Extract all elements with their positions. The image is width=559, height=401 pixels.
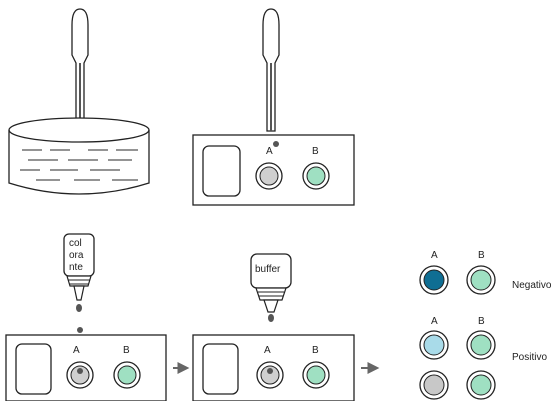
buffer-bottle-icon: buffer <box>250 253 292 313</box>
dropper-text-2: ora <box>69 250 84 261</box>
well-a-label: A <box>266 146 273 157</box>
test-card-top: A B <box>192 8 355 206</box>
result-negative: A B Negativo <box>419 250 552 295</box>
result-positive: A B Positivo <box>419 316 547 400</box>
buffer-label: buffer <box>255 264 281 275</box>
result-negative-well-a-label: A <box>431 250 438 261</box>
result-negative-well-b-label: B <box>478 250 485 261</box>
well-b-label: B <box>312 146 319 157</box>
dropper-text-1: col <box>69 238 82 249</box>
pipette-icon <box>262 8 280 132</box>
sample-beaker <box>8 8 150 195</box>
result-positive-well-b-label: B <box>478 316 485 327</box>
result-negative-label: Negativo <box>512 280 552 291</box>
dropper-bottle-icon: col ora nte <box>63 233 95 301</box>
result-positive-well-a-label: A <box>431 316 438 327</box>
dropper-text-3: nte <box>69 262 83 273</box>
well-b-label: B <box>312 345 319 356</box>
result-positive-label: Positivo <box>512 352 547 363</box>
test-card-colorante: col ora nte A B <box>5 233 167 401</box>
well-b-label: B <box>123 345 130 356</box>
pipette-icon <box>71 8 89 140</box>
well-a-label: A <box>264 345 271 356</box>
well-a-label: A <box>73 345 80 356</box>
test-card-buffer: buffer A B <box>192 253 355 401</box>
